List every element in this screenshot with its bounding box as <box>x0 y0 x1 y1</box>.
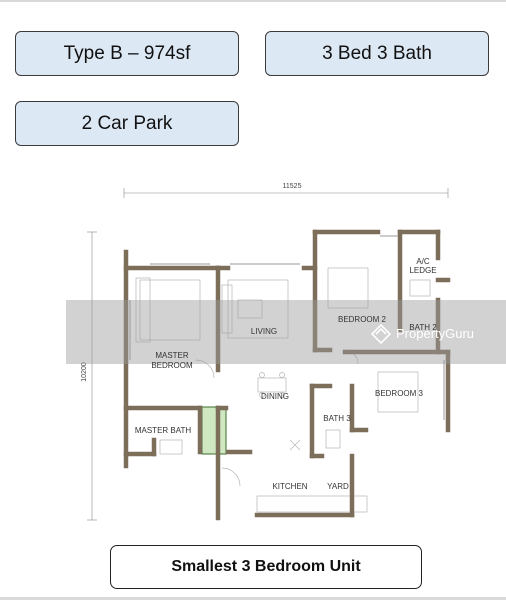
furniture <box>135 267 431 513</box>
room-label-bath-2: BATH 2 <box>409 323 437 332</box>
dimension-lines <box>87 188 449 521</box>
room-label-dining: DINING <box>261 392 289 401</box>
top-divider <box>0 0 506 2</box>
parking-tag: 2 Car Park <box>15 101 239 146</box>
room-label-kitchen: KITCHEN <box>272 482 307 491</box>
watermark-logo-icon <box>370 323 392 345</box>
room-label-master-bath: MASTER BATH <box>135 426 192 435</box>
bottom-divider <box>0 597 506 600</box>
room-label-master-bedroom-1: MASTER <box>155 351 189 360</box>
room-label-ac-2: LEDGE <box>409 266 436 275</box>
caption-label: Smallest 3 Bedroom Unit <box>110 545 422 589</box>
room-label-bath-3: BATH 3 <box>323 414 351 423</box>
height-dimension: 10200 <box>81 362 88 382</box>
room-label-master-bedroom-2: BEDROOM <box>151 361 193 370</box>
width-dimension: 11525 <box>283 183 302 190</box>
room-label-bedroom-3: BEDROOM 3 <box>375 389 424 398</box>
watermark-text: PropertyGuru <box>396 326 474 341</box>
room-label-ac-1: A/C <box>416 257 430 266</box>
unit-type-tag: Type B – 974sf <box>15 31 239 76</box>
room-label-yard: YARD <box>327 482 349 491</box>
highlight-zone <box>201 406 227 455</box>
windows <box>129 235 445 420</box>
room-label-living: LIVING <box>251 327 277 336</box>
watermark-band <box>66 300 506 364</box>
walls <box>123 229 451 521</box>
rooms-tag: 3 Bed 3 Bath <box>265 31 489 76</box>
room-label-bedroom-2: BEDROOM 2 <box>338 315 387 324</box>
